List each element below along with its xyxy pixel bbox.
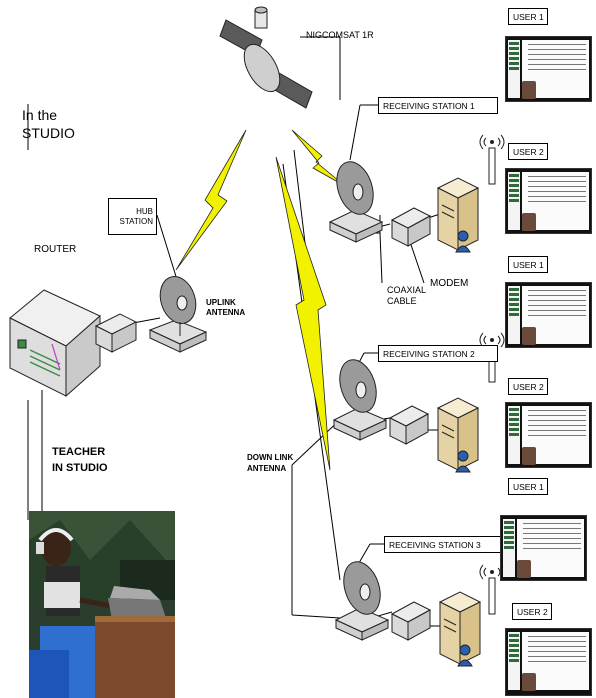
computer-screen-icon — [505, 36, 592, 102]
receiving-station-3-label: RECEIVING STATION 3 — [384, 536, 504, 553]
lightning-signal-icon — [275, 156, 331, 471]
downlink-antenna-label-line1: DOWN LINK — [247, 453, 294, 462]
teacher-label-line1: TEACHER — [52, 446, 106, 458]
coaxial-label-leader — [379, 232, 383, 284]
downlink-antenna-label: DOWN LINK ANTENNA — [247, 452, 293, 474]
user-label: USER 2 — [512, 603, 552, 620]
modem-icon — [94, 313, 138, 353]
downlink-antenna-label-line2: ANTENNA — [247, 464, 287, 473]
studio-heading-line1: In the — [22, 107, 58, 123]
server-computer-icon — [438, 591, 482, 667]
computer-screen-icon — [505, 402, 592, 468]
user-label: USER 1 — [508, 256, 548, 273]
hub-station-label-line1: HUB — [136, 206, 153, 216]
router-icon — [9, 289, 101, 398]
uplink-antenna-label: UPLINK ANTENNA — [206, 298, 245, 318]
station1-leader-v — [349, 104, 361, 161]
teacher-photo — [29, 511, 175, 698]
modem-to-uplink-cable — [132, 317, 161, 324]
uplink-antenna-label-line1: UPLINK — [206, 298, 236, 307]
user-label: USER 2 — [508, 143, 548, 160]
server-computer-icon — [436, 177, 480, 253]
hub-label-leader — [156, 214, 179, 284]
computer-screen-icon — [500, 515, 587, 581]
user-label: USER 1 — [508, 8, 548, 25]
computer-screen-icon — [505, 168, 592, 234]
teacher-label: TEACHER IN STUDIO — [52, 444, 108, 476]
modem-label: MODEM — [430, 278, 469, 289]
receiving-station-2-label: RECEIVING STATION 2 — [378, 345, 498, 362]
receiving-station-1-label: RECEIVING STATION 1 — [378, 97, 498, 114]
coaxial-cable-label-line2: CABLE — [387, 296, 417, 306]
computer-screen-icon — [505, 628, 592, 696]
teacher-label-line2: IN STUDIO — [52, 462, 108, 474]
user-label: USER 1 — [508, 478, 548, 495]
dish-antenna-icon — [148, 276, 208, 353]
satellite-label: NIGCOMSAT 1R — [306, 30, 374, 40]
signal-bolts — [175, 129, 346, 471]
satellite-icon — [219, 6, 313, 109]
dish-antenna-icon — [334, 561, 390, 641]
wireless-access-point-icon — [479, 332, 505, 383]
dish-antenna-icon — [332, 359, 388, 441]
uplink-antenna-label-line2: ANTENNA — [206, 308, 246, 317]
modem-icon — [390, 207, 432, 247]
studio-heading-line2: STUDIO — [22, 125, 75, 141]
user-label: USER 2 — [508, 378, 548, 395]
coaxial-cable-label-line1: COAXIAL — [387, 285, 427, 295]
dish-antenna-icon — [328, 161, 384, 243]
hub-station-label-line2: STATION — [119, 216, 153, 226]
modem-icon — [388, 405, 430, 445]
server-computer-icon — [436, 397, 480, 473]
modem-icon — [390, 601, 432, 641]
studio-heading: In the STUDIO — [22, 106, 75, 142]
hub-station-label: HUB STATION — [108, 198, 157, 235]
computer-screen-icon — [505, 282, 592, 348]
router-label: ROUTER — [34, 244, 77, 255]
lightning-signal-icon — [175, 129, 247, 271]
wireless-access-point-icon — [479, 134, 505, 185]
coaxial-cable-label: COAXIAL CABLE — [387, 285, 426, 307]
downlink-to-station3 — [291, 614, 341, 619]
